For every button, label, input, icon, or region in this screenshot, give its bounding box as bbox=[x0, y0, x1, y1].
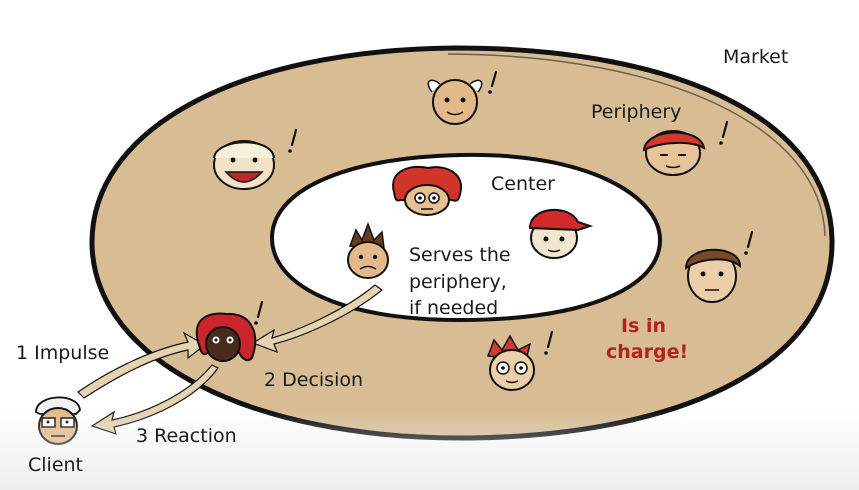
serves-label-line1: Serves the bbox=[409, 244, 511, 266]
face-redhead-squinting bbox=[642, 130, 706, 176]
face-red-cap bbox=[528, 209, 594, 259]
serves-label-line2: periphery, bbox=[409, 271, 507, 293]
face-balding-old-man bbox=[427, 79, 483, 125]
reaction-label: 3 Reaction bbox=[136, 425, 237, 447]
face-dark-red-hair bbox=[195, 312, 257, 362]
in-charge-label-line1: Is in bbox=[621, 315, 667, 337]
in-charge-label-line2: charge! bbox=[606, 341, 689, 363]
serves-label-line3: if needed bbox=[409, 297, 499, 317]
center-label: Center bbox=[491, 173, 555, 195]
market-label: Market bbox=[723, 46, 789, 68]
client-label: Client bbox=[28, 454, 84, 476]
decision-label: 2 Decision bbox=[264, 369, 364, 391]
center-ellipse bbox=[269, 152, 663, 323]
face-red-spiky-glasses bbox=[486, 334, 535, 391]
face-client-glasses bbox=[35, 396, 81, 445]
face-curly-blond bbox=[213, 140, 275, 190]
impulse-label: 1 Impulse bbox=[16, 342, 110, 364]
periphery-label: Periphery bbox=[591, 101, 682, 123]
face-spiky-hair bbox=[347, 221, 389, 279]
decision-arrow bbox=[251, 284, 383, 354]
face-brown-hair bbox=[684, 248, 742, 303]
face-redhead-center bbox=[392, 165, 463, 216]
